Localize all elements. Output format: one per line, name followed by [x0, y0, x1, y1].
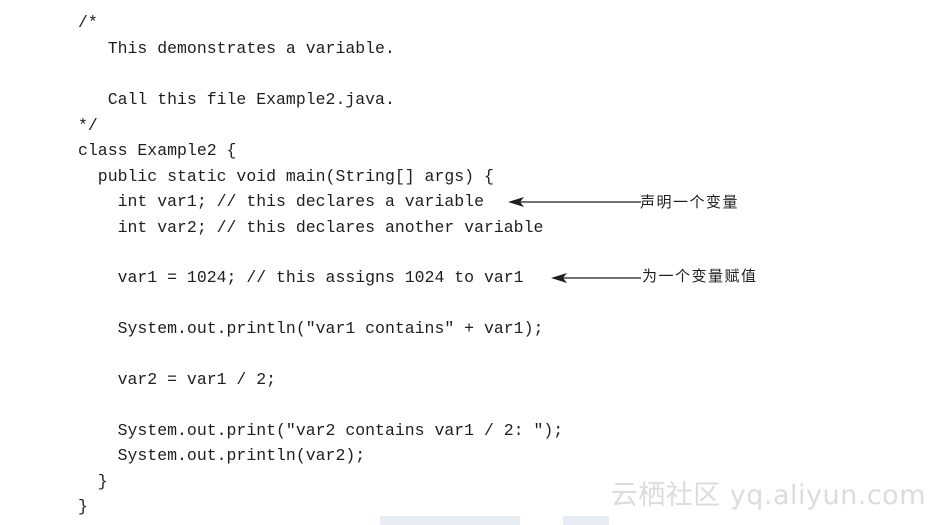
annotation-assign-variable: 为一个变量赋值 — [642, 267, 758, 285]
scan-artifact — [380, 516, 520, 525]
annotation-declare-variable: 声明一个变量 — [640, 193, 740, 211]
method-close-brace: } — [78, 472, 108, 491]
comment-text-line: This demonstrates a variable. — [78, 39, 395, 58]
main-method-line: public static void main(String[] args) { — [78, 167, 494, 186]
assign-var2-line: var2 = var1 / 2; — [78, 370, 277, 389]
declare-var1-line: int var1; // this declares a variable — [78, 192, 484, 211]
assign-arrow-icon — [551, 273, 641, 283]
comment-close-line: */ — [78, 116, 98, 135]
comment-text-line: Call this file Example2.java. — [78, 90, 395, 109]
scan-artifact — [563, 516, 609, 525]
comment-open-line: /* — [78, 13, 98, 32]
declare-var2-line: int var2; // this declares another varia… — [78, 218, 544, 237]
println-var1-line: System.out.println("var1 contains" + var… — [78, 319, 544, 338]
class-declaration-line: class Example2 { — [78, 141, 237, 160]
assign-var1-line: var1 = 1024; // this assigns 1024 to var… — [78, 268, 524, 287]
watermark-text: 云栖社区 yq.aliyun.com — [610, 480, 926, 511]
class-close-brace: } — [78, 497, 88, 516]
println-var2-line: System.out.println(var2); — [78, 446, 366, 465]
print-var2-label-line: System.out.print("var2 contains var1 / 2… — [78, 421, 564, 440]
declare-arrow-icon — [508, 197, 641, 207]
